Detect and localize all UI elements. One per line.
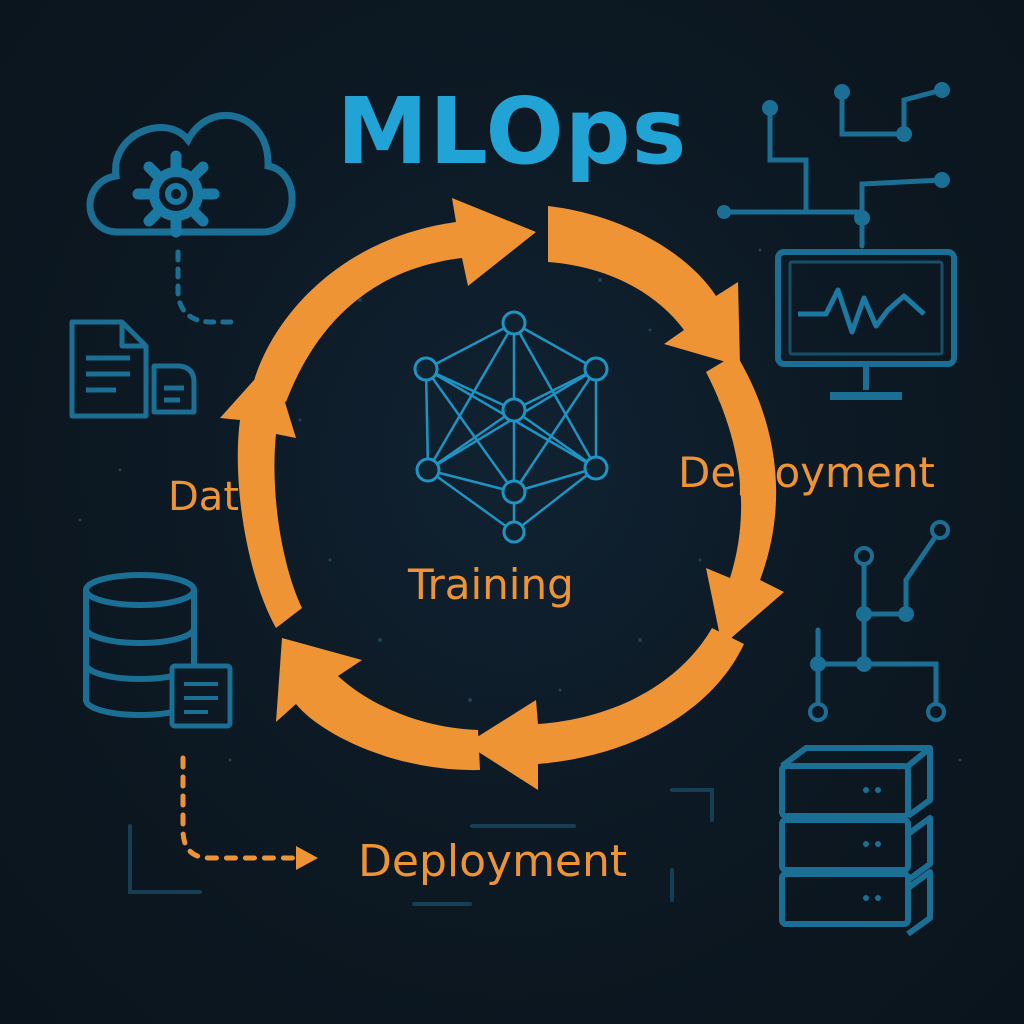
server-stack-icon	[779, 745, 933, 937]
cycle-arrow-left	[220, 360, 302, 628]
document-icon	[69, 319, 197, 419]
neural-network-icon	[413, 310, 609, 544]
circuit-icon	[128, 788, 714, 906]
deployment-stage-label: Deployment	[678, 448, 935, 497]
cycle-arrow-top	[252, 198, 536, 402]
monitor-icon	[775, 249, 957, 400]
cycle-arrow-right	[706, 354, 784, 646]
cycle-arrow-bottom-left	[276, 638, 480, 771]
circuit-icon	[808, 520, 950, 722]
database-icon	[83, 572, 233, 729]
cycle-arrow-top-right	[548, 206, 740, 366]
background-dots	[78, 248, 962, 762]
page-title: MLOps	[336, 78, 688, 185]
cycle-arrows	[220, 198, 784, 790]
training-stage-label: Training	[408, 560, 574, 609]
cloud-gear-icon	[86, 111, 296, 325]
data-stage-label: Data	[168, 474, 264, 520]
circuit-icon	[717, 82, 950, 249]
bottom-deployment-label: Deployment	[358, 836, 628, 887]
dashed-flow-arrow	[180, 755, 318, 870]
cycle-arrow-bottom-right	[466, 628, 744, 790]
